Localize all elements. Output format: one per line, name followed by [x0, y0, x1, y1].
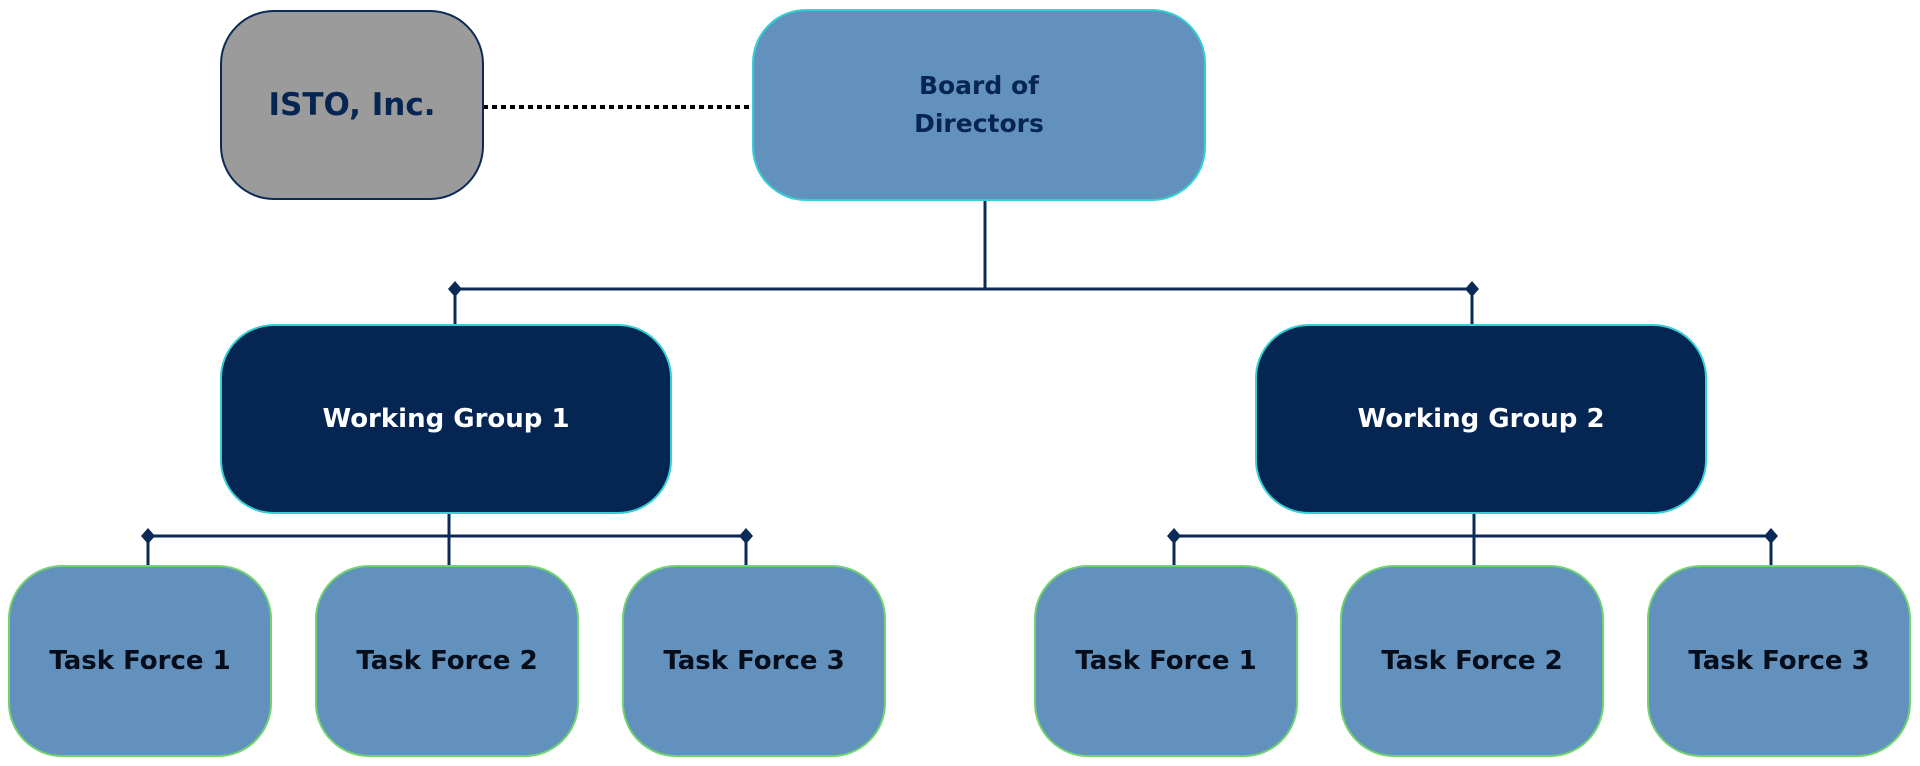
wg1-task-force-2-node: Task Force 2: [315, 565, 579, 757]
board-of-directors-node: Board of Directors: [752, 9, 1206, 201]
branch-diamond-marker: [448, 281, 462, 297]
branch-diamond-marker: [1167, 528, 1181, 544]
wg1-task-force-1-node: Task Force 1: [8, 565, 272, 757]
isto-node: ISTO, Inc.: [220, 10, 484, 200]
wg2-task-force-3-node: Task Force 3: [1647, 565, 1911, 757]
task-force-label: Task Force 3: [663, 646, 845, 676]
working-group-label: Working Group 1: [322, 404, 570, 434]
isto-label: ISTO, Inc.: [268, 87, 436, 123]
task-force-label: Task Force 2: [1381, 646, 1563, 676]
branch-diamond-marker: [141, 528, 155, 544]
working-group-label: Working Group 2: [1357, 404, 1605, 434]
wg2-task-force-1-node: Task Force 1: [1034, 565, 1298, 757]
task-force-label: Task Force 1: [49, 646, 231, 676]
task-force-label: Task Force 1: [1075, 646, 1257, 676]
working-group-2-node: Working Group 2: [1255, 324, 1707, 514]
wg1-task-force-3-node: Task Force 3: [622, 565, 886, 757]
task-force-label: Task Force 3: [1688, 646, 1870, 676]
board-label: Board of Directors: [914, 71, 1044, 138]
branch-diamond-marker: [1465, 281, 1479, 297]
wg2-task-force-2-node: Task Force 2: [1340, 565, 1604, 757]
branch-diamond-marker: [739, 528, 753, 544]
task-force-label: Task Force 2: [356, 646, 538, 676]
branch-diamond-marker: [1764, 528, 1778, 544]
working-group-1-node: Working Group 1: [220, 324, 672, 514]
